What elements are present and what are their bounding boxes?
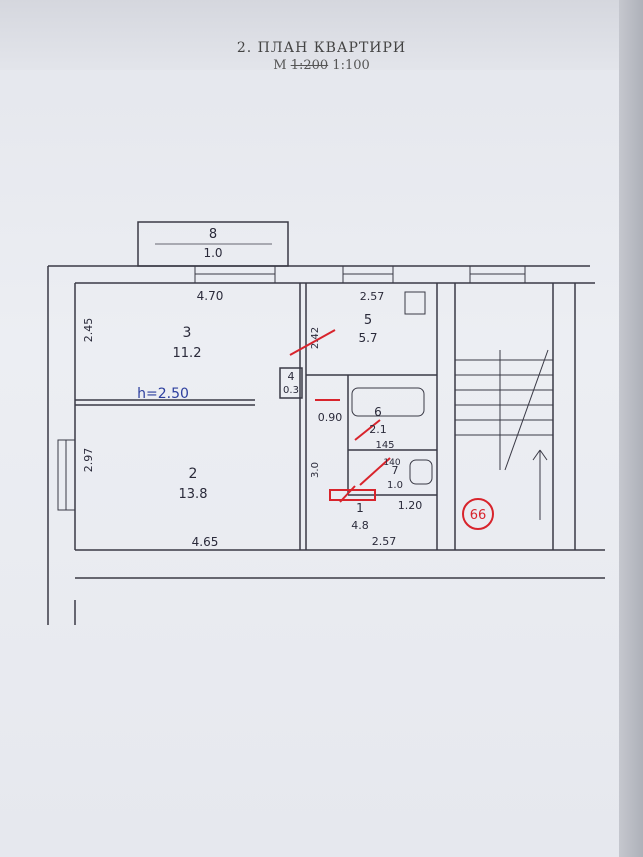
dim-top-left: 4.70 <box>197 289 224 303</box>
room-6-area: 2.1 <box>369 423 387 436</box>
dim-room5-height: 2.42 <box>310 327 321 349</box>
dim-left-bottom: 2.97 <box>82 448 95 473</box>
room-7-number: 7 <box>392 464 399 477</box>
stairwell <box>455 349 553 520</box>
dim-door: 0.90 <box>318 411 343 424</box>
interior-walls <box>75 283 437 550</box>
dim-wc-width: 140 <box>383 458 400 468</box>
dim-corridor: 1.20 <box>398 499 423 512</box>
room-3-area: 11.2 <box>173 346 202 361</box>
room-1-area: 4.8 <box>351 519 369 532</box>
room-5-number: 5 <box>364 313 372 328</box>
bath-fixtures <box>351 291 433 485</box>
room-2-area: 13.8 <box>179 487 208 502</box>
scale-current: 1:100 <box>332 58 370 73</box>
room-1-number: 1 <box>356 501 364 515</box>
paper-fold-shadow <box>0 0 643 70</box>
dim-bottom-left: 4.65 <box>192 535 219 549</box>
room-7-area: 1.0 <box>387 480 403 491</box>
scale-prefix: М <box>273 58 287 73</box>
room-2-number: 2 <box>189 466 198 482</box>
dim-left-top: 2.45 <box>82 318 95 343</box>
plan-title: 2. ПЛАН КВАРТИРИ <box>236 40 407 56</box>
background-edge <box>619 0 643 857</box>
ceiling-height-note: h=2.50 <box>137 386 189 402</box>
red-annotations <box>289 329 494 530</box>
dim-bath-width: 145 <box>375 440 394 451</box>
stamp-number: 66 <box>470 508 487 523</box>
room-4-area: 0.3 <box>283 385 299 396</box>
room-6-number: 6 <box>374 405 382 419</box>
dim-hall-height: 3.0 <box>310 462 321 478</box>
room-8-number: 8 <box>209 227 217 242</box>
room-5-area: 5.7 <box>358 331 377 345</box>
room-8-area: 1.0 <box>203 246 222 260</box>
dim-bottom-mid: 2.57 <box>372 535 397 548</box>
room-4-number: 4 <box>288 370 295 383</box>
plan-scale: М 1:200 1:100 <box>0 58 643 73</box>
room-3-number: 3 <box>183 325 192 341</box>
windows <box>57 265 526 511</box>
outer-walls <box>47 265 605 625</box>
dim-top-mid: 2.57 <box>360 290 385 303</box>
scale-struck: 1:200 <box>290 58 329 73</box>
